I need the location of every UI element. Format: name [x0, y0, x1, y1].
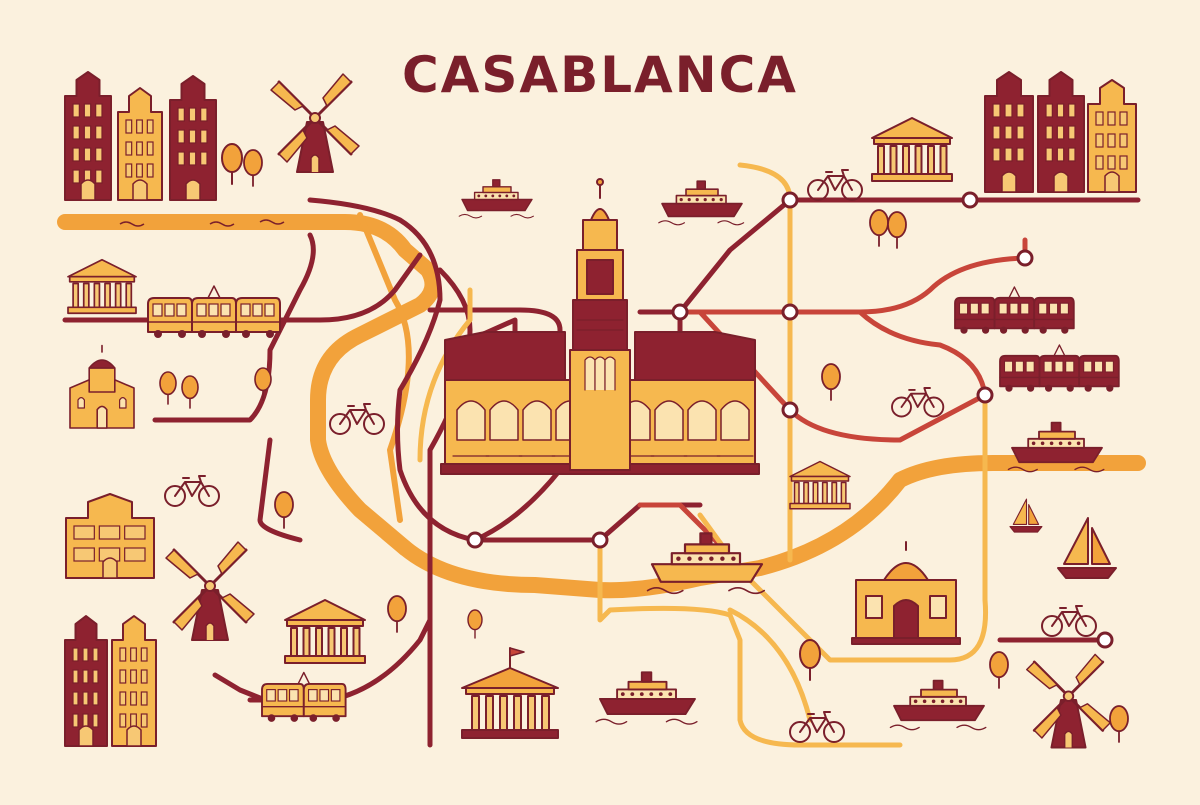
ship-icon	[658, 180, 745, 226]
bicycle-icon	[789, 711, 845, 743]
temple-icon	[284, 599, 366, 664]
windmill-icon	[270, 73, 360, 173]
tram-icon	[954, 286, 1075, 334]
tree-icon	[869, 209, 889, 247]
station-dot-icon[interactable]	[976, 386, 994, 404]
station-dot-icon[interactable]	[781, 303, 799, 321]
transit-line	[57, 214, 441, 556]
water-wave	[209, 221, 235, 227]
station-dot-icon[interactable]	[781, 401, 799, 419]
tree-icon	[799, 639, 821, 681]
station-dot-icon[interactable]	[1016, 249, 1034, 267]
temple-icon	[461, 647, 559, 739]
houses-icon	[117, 87, 163, 201]
mosque-tower-icon	[440, 178, 760, 475]
temple-icon	[789, 460, 851, 510]
tree-icon	[989, 651, 1009, 689]
transit-line	[307, 197, 703, 543]
station-dot-icon[interactable]	[591, 531, 609, 549]
temple-icon	[871, 117, 953, 182]
bicycle-icon	[891, 387, 945, 418]
tree-icon	[243, 149, 263, 187]
transit-line	[417, 287, 473, 463]
tree-icon	[387, 595, 407, 633]
houses-icon	[64, 615, 108, 747]
ship-icon	[646, 532, 766, 595]
tree-icon	[159, 371, 177, 405]
tree-icon	[467, 609, 483, 639]
houses-icon	[64, 71, 112, 201]
ship-icon	[458, 179, 534, 219]
sailboat-icon	[1009, 498, 1043, 533]
windmill-icon	[1025, 653, 1112, 749]
transit-line	[257, 437, 303, 543]
transit-line	[62, 252, 423, 323]
ship-icon	[595, 671, 698, 725]
tram-icon	[261, 671, 347, 722]
transit-line	[857, 309, 988, 398]
station-dot-icon[interactable]	[466, 531, 484, 549]
tree-icon	[887, 211, 907, 249]
tree-icon	[181, 375, 199, 409]
transit-line	[727, 607, 813, 723]
station-dot-icon[interactable]	[1096, 631, 1114, 649]
houses-icon	[984, 71, 1034, 193]
ship-icon	[1007, 421, 1105, 473]
station-dot-icon[interactable]	[781, 191, 799, 209]
transit-line	[677, 237, 1028, 315]
transit-line	[212, 672, 268, 703]
tree-icon	[1109, 705, 1129, 743]
bicycle-icon	[807, 169, 863, 201]
domed-building-icon	[851, 541, 961, 645]
houses-icon	[111, 615, 157, 747]
tree-icon	[821, 363, 841, 401]
transit-line	[697, 392, 989, 663]
sailboat-icon	[1057, 517, 1117, 579]
houses-icon	[1087, 79, 1137, 193]
map-title: CASABLANCA	[401, 46, 798, 104]
ship-icon	[889, 679, 987, 731]
church-icon	[69, 344, 135, 429]
tree-icon	[274, 491, 294, 529]
water-wave	[119, 221, 145, 227]
bicycle-icon	[1041, 605, 1097, 637]
transit-line	[597, 537, 903, 748]
water-wave	[259, 219, 285, 225]
houses-icon	[1037, 71, 1085, 193]
transit-line	[637, 502, 723, 548]
houses-icon	[65, 493, 155, 579]
bicycle-icon	[329, 403, 385, 435]
houses-icon	[169, 75, 217, 201]
tree-icon	[254, 367, 272, 401]
windmill-icon	[165, 541, 255, 641]
tram-icon	[999, 344, 1120, 392]
transit-line	[152, 232, 316, 423]
temple-icon	[67, 258, 137, 315]
station-dot-icon[interactable]	[961, 191, 979, 209]
station-dot-icon[interactable]	[671, 303, 689, 321]
transit-line	[357, 212, 412, 523]
bicycle-icon	[164, 475, 220, 507]
tram-icon	[147, 285, 281, 338]
tree-icon	[221, 143, 243, 185]
